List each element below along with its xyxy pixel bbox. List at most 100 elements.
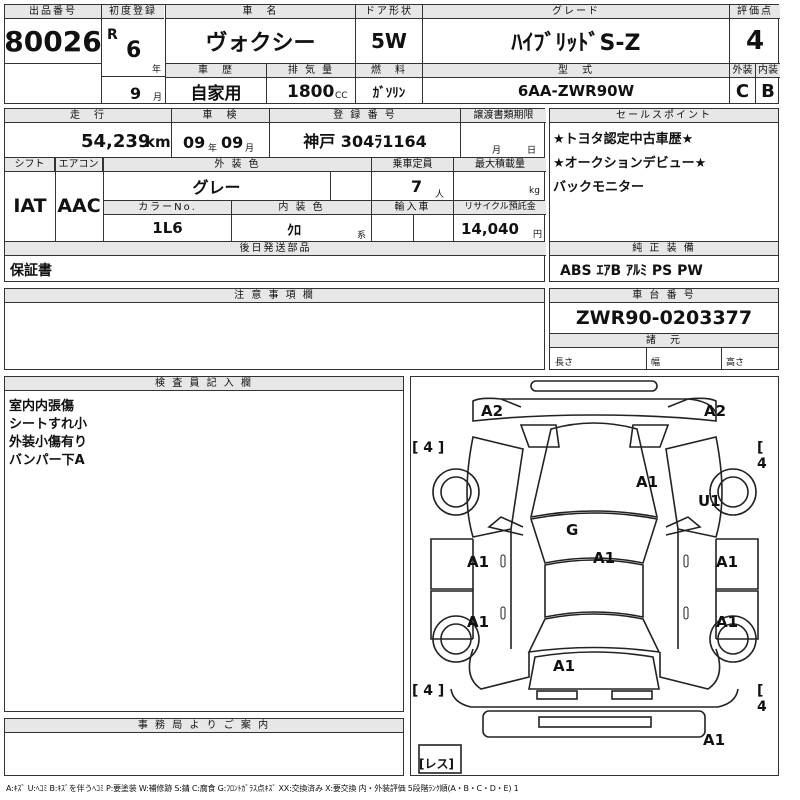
int-grade: B xyxy=(761,80,775,102)
km-unit: km xyxy=(145,133,171,151)
sales-point-2: ★オークションデビュー★ xyxy=(553,156,707,171)
ac: AAC xyxy=(57,195,101,217)
mark-hood: A1 xyxy=(636,473,659,491)
history-label: 車 歴 xyxy=(166,64,266,78)
tire-rear-left: [ 4 ] xyxy=(412,683,445,699)
shift: IAT xyxy=(13,195,47,217)
tire-rear-right: [ 4 xyxy=(757,683,767,715)
insp-year-unit: 年 xyxy=(208,144,218,154)
sales-point-3: バックモニター xyxy=(553,180,645,195)
load-unit: kg xyxy=(529,186,540,196)
mark-rear-bumper: A1 xyxy=(703,731,726,749)
interior-color: ｸﾛ xyxy=(287,223,301,239)
int-label: 内装 xyxy=(755,64,780,78)
color-number: 1L6 xyxy=(152,219,183,237)
seat-label: 乗車定員 xyxy=(372,158,453,172)
mark-front-right-corner: A2 xyxy=(704,402,727,420)
chassis-number: ZWR90-0203377 xyxy=(575,307,753,329)
inspection-year: 09 xyxy=(183,133,206,152)
tire-front-left: [ 4 ] xyxy=(412,440,445,456)
door-label: ドア形状 xyxy=(356,5,422,19)
sales-points-label: セールスポイント xyxy=(550,109,778,123)
vehicle-header-block: 出品番号 80026 初度登録 R 6 年 9 月 車 名 ヴォクシー 車 歴 … xyxy=(4,4,780,104)
mark-front-left-corner: A2 xyxy=(481,402,504,420)
inspector-label: 検 査 員 記 入 欄 xyxy=(5,377,403,391)
insp-month-unit: 月 xyxy=(245,144,255,154)
mark-windshield: G xyxy=(566,521,579,539)
spare-tire: [レス] xyxy=(419,757,454,771)
int-color-label: 内 装 色 xyxy=(232,201,371,215)
lot-number: 80026 xyxy=(4,24,102,58)
door-type: 5W xyxy=(371,29,407,53)
ext-label: 外装 xyxy=(730,64,755,78)
chassis-block: 車 台 番 号 ZWR90-0203377 諸 元 長さ 幅 高さ xyxy=(549,288,779,370)
body-color: グレー xyxy=(192,178,241,197)
int-color-unit: 系 xyxy=(357,231,367,241)
mark-door-rear-right: A1 xyxy=(716,613,739,631)
reg-year: 6 xyxy=(126,38,142,63)
lot-label: 出品番号 xyxy=(5,5,101,19)
inspector-line-4: バンパー下A xyxy=(9,453,85,468)
grade-label: グレード xyxy=(423,5,729,19)
legend: A:ｷｽﾞ U:ﾍｺﾐ B:ｷｽﾞを伴うﾍｺﾐ P:要塗装 W:補修跡 S:錆 … xyxy=(6,784,519,793)
reg-label: 初度登録 xyxy=(102,5,164,19)
mark-back-door: A1 xyxy=(553,657,576,675)
sales-points-block: セールスポイント ★トヨタ認定中古車歴★ ★オークションデビュー★ バックモニタ… xyxy=(549,108,779,282)
model-code: 6AA-ZWR90W xyxy=(517,82,635,100)
displacement: 1800 xyxy=(287,82,335,102)
mark-door-front-left: A1 xyxy=(467,553,490,571)
office-label: 事 務 局 よ り ご 案 内 xyxy=(5,719,403,733)
grade: ﾊｲﾌﾞﾘｯﾄﾞS-Z xyxy=(511,31,641,56)
mark-right-fender: U1 xyxy=(698,492,721,510)
spec-width: 幅 xyxy=(651,358,661,368)
later-parts-label: 後日発送部品 xyxy=(5,242,546,256)
model-label: 型 式 xyxy=(423,64,729,78)
displacement-label: 排 気 量 xyxy=(267,64,355,78)
chassis-label: 車 台 番 号 xyxy=(550,289,778,303)
mark-door-front-right: A1 xyxy=(716,553,739,571)
era: R xyxy=(107,27,118,43)
plate-number: 神戸 304ﾗ1164 xyxy=(303,132,427,151)
score: 4 xyxy=(745,26,765,56)
car-name-label: 車 名 xyxy=(166,5,355,19)
history: 自家用 xyxy=(190,83,242,104)
recycle-deposit: 14,040 xyxy=(461,220,519,238)
transfer-month-unit: 月 xyxy=(492,146,502,156)
transfer-label: 譲渡書類期限 xyxy=(461,109,546,123)
notes-block: 注 意 事 項 欄 xyxy=(4,288,545,370)
transfer-day-unit: 日 xyxy=(527,146,537,156)
mileage: 54,239 xyxy=(81,131,151,152)
later-parts: 保証書 xyxy=(10,263,52,279)
inspector-line-2: シートすれ小 xyxy=(9,417,88,432)
ext-grade: C xyxy=(735,80,750,102)
spec-height: 高さ xyxy=(726,358,745,368)
seats: 7 xyxy=(411,177,423,196)
spec-label: 諸 元 xyxy=(550,334,778,348)
notes-label: 注 意 事 項 欄 xyxy=(5,289,544,303)
mark-door-rear-left: A1 xyxy=(467,613,490,631)
fuel: ｶﾞｿﾘﾝ xyxy=(372,85,406,101)
year-unit: 年 xyxy=(152,65,162,75)
inspection-label: 車 検 xyxy=(172,109,269,123)
month-unit: 月 xyxy=(153,93,163,103)
damage-diagram: A2 A2 A1 U1 G A1 A1 A1 A1 A1 A1 A1 [ 4 ]… xyxy=(410,376,779,776)
inspection-month: 09 xyxy=(221,133,244,152)
sales-point-1: ★トヨタ認定中古車歴★ xyxy=(553,132,694,147)
car-outline xyxy=(418,380,759,774)
mileage-label: 走 行 xyxy=(5,109,171,123)
inspector-line-3: 外装小傷有り xyxy=(9,435,88,450)
color-label: 外 装 色 xyxy=(104,158,371,172)
details-block: 走 行 54,239 km 車 検 09 年 09 月 登 録 番 号 神戸 3… xyxy=(4,108,546,282)
import-label: 輸入車 xyxy=(372,201,453,215)
colorno-label: カラーNo. xyxy=(104,201,231,215)
score-label: 評価点 xyxy=(730,5,780,19)
inspector-line-1: 室内内張傷 xyxy=(9,399,75,414)
shift-label: シフト xyxy=(5,158,55,172)
tire-front-right: [ 4 xyxy=(757,440,767,472)
reg-month: 9 xyxy=(130,84,142,103)
spec-length: 長さ xyxy=(555,358,574,368)
ac-label: エアコン xyxy=(55,158,103,172)
yen-unit: 円 xyxy=(533,230,543,240)
equipment-label: 純 正 装 備 xyxy=(550,242,778,256)
office-block: 事 務 局 よ り ご 案 内 xyxy=(4,718,404,776)
